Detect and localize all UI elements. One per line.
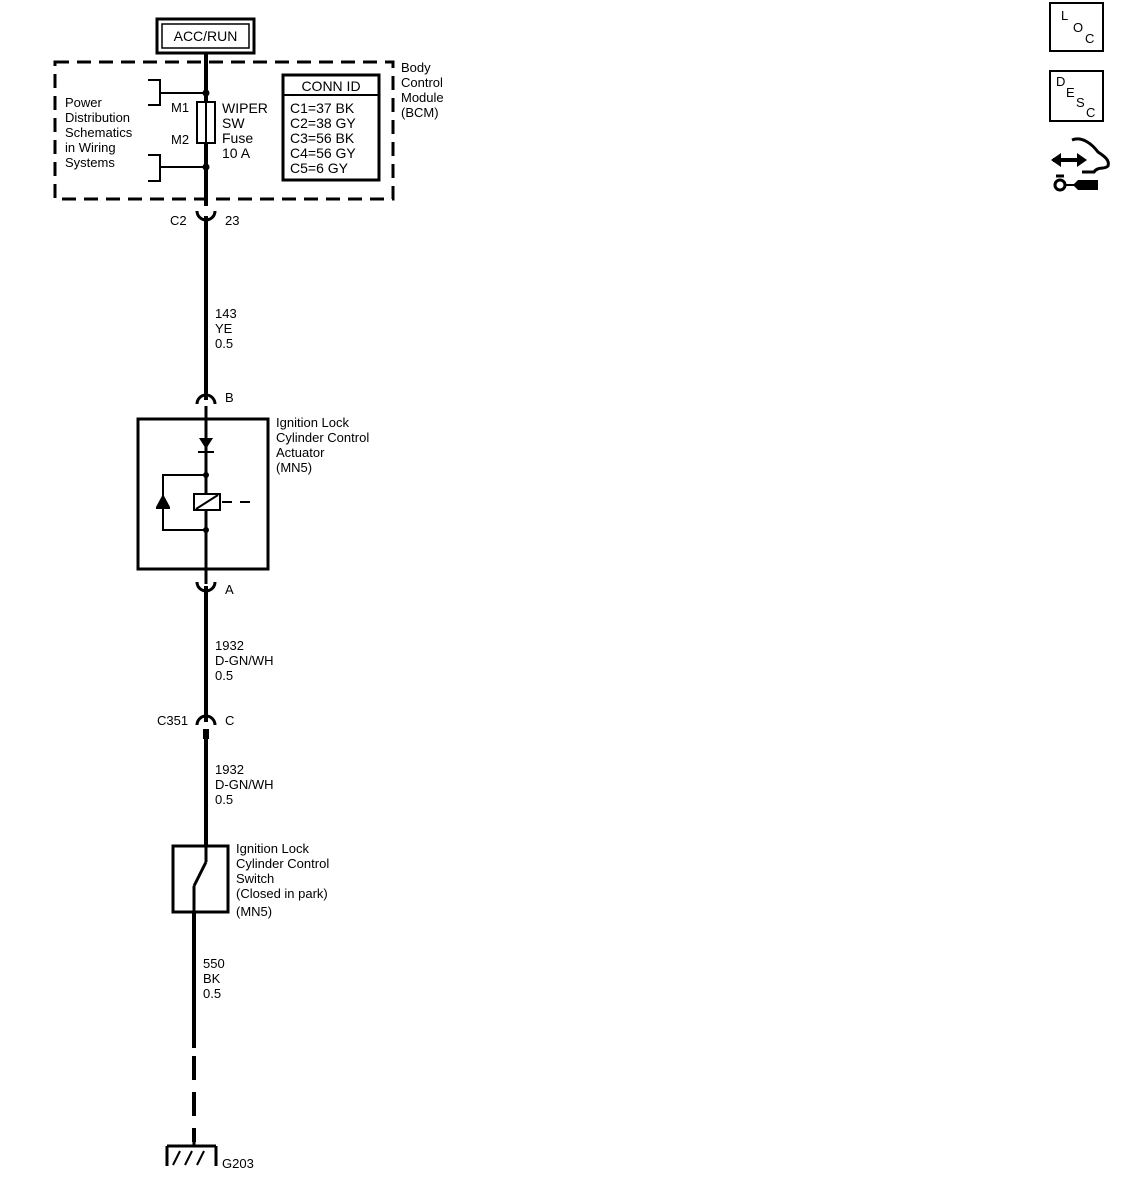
wire-1932-lower-label: 1932 D-GN/WH 0.5 xyxy=(215,762,277,807)
bcm-label: Body Control Module (BCM) xyxy=(401,60,447,120)
svg-text:E: E xyxy=(1066,85,1075,100)
ignition-lock-actuator xyxy=(136,406,270,584)
svg-text:O: O xyxy=(1073,20,1083,35)
connector-c351-pin: C xyxy=(225,713,234,728)
connector-actuator-a: A xyxy=(195,581,234,597)
ground-label: G203 xyxy=(222,1156,254,1171)
desc-icon[interactable]: D E S C xyxy=(1049,70,1104,122)
ignition-lock-switch xyxy=(171,844,230,914)
svg-text:C: C xyxy=(1086,105,1095,120)
power-distribution-label: Power Distribution Schematics in Wiring … xyxy=(65,95,136,170)
loc-icon[interactable]: L O C xyxy=(1049,2,1104,52)
actuator-pin-a: A xyxy=(225,582,234,597)
svg-text:S: S xyxy=(1076,95,1085,110)
actuator-pin-b: B xyxy=(225,390,234,405)
conn-id-table: CONN ID C1=37 BK C2=38 GY C3=56 BK C4=56… xyxy=(281,73,381,182)
svg-text:C: C xyxy=(1085,31,1094,46)
conn-id-row: C1=37 BK xyxy=(290,100,355,116)
power-source-box: ACC/RUN xyxy=(155,17,256,55)
wire-143-label: 143 YE 0.5 xyxy=(215,306,240,351)
conn-id-row: C2=38 GY xyxy=(290,115,356,131)
svg-text:C1=37 BK C2=38 GY: C1=37 BK C2=38 GY C3=56 BK C4=56 GY C5=6… xyxy=(290,100,359,176)
svg-text:L: L xyxy=(1061,8,1068,23)
svg-text:D: D xyxy=(1056,74,1065,89)
power-distribution-brackets xyxy=(148,79,210,182)
power-source-label: ACC/RUN xyxy=(174,28,238,44)
conn-id-row: C5=6 GY xyxy=(290,160,349,176)
bcm-enclosure xyxy=(53,60,395,201)
conn-id-row: C4=56 GY xyxy=(290,145,356,161)
conn-id-header: CONN ID xyxy=(301,78,360,94)
connector-c2-pin: 23 xyxy=(225,213,239,228)
connector-c351: C351 C xyxy=(157,713,234,739)
actuator-label: Ignition Lock Cylinder Control Actuator … xyxy=(276,415,373,475)
wire-1932-upper-label: 1932 D-GN/WH 0.5 xyxy=(215,638,277,683)
fuse-label: WIPER SW Fuse 10 A xyxy=(222,100,272,161)
connector-c351-name: C351 xyxy=(157,713,188,728)
ground-symbol: G203 xyxy=(165,1140,254,1171)
m1-label: M1 xyxy=(171,100,189,115)
fuse-symbol xyxy=(196,101,216,144)
connector-actuator-b: B xyxy=(195,390,234,405)
service-icon[interactable] xyxy=(1051,137,1110,192)
conn-id-row: C3=56 BK xyxy=(290,130,355,146)
switch-label: Ignition Lock Cylinder Control Switch (C… xyxy=(236,841,333,919)
connector-c2-name: C2 xyxy=(170,213,187,228)
m2-label: M2 xyxy=(171,132,189,147)
wire-550-label: 550 BK 0.5 xyxy=(203,956,228,1001)
